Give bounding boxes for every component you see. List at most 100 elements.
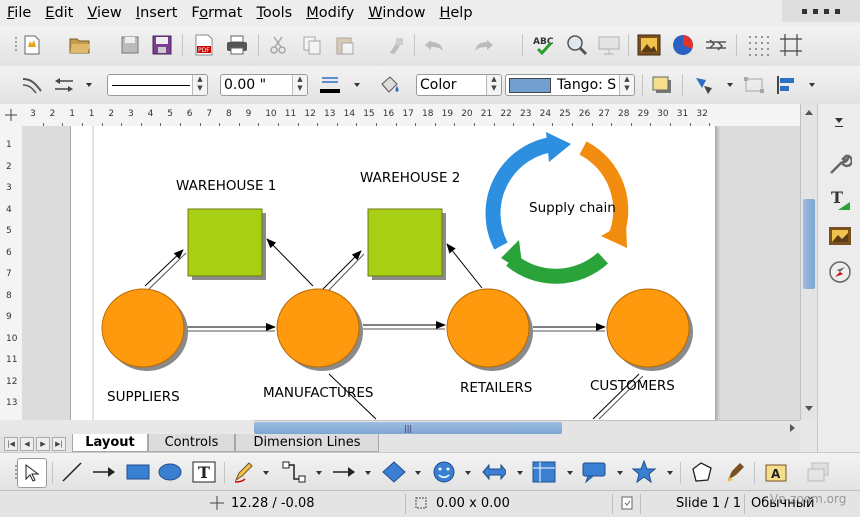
symbol-shapes-icon[interactable] <box>432 460 456 484</box>
gallery-icon[interactable] <box>637 33 661 57</box>
customers-circle[interactable] <box>606 288 693 371</box>
tab-dimension-lines[interactable]: Dimension Lines <box>235 434 379 452</box>
rectangle-tool-icon[interactable] <box>126 460 150 484</box>
align-icon[interactable] <box>774 73 798 97</box>
menu-view[interactable]: View <box>87 5 122 21</box>
new-document-icon[interactable] <box>20 33 44 57</box>
line-style-icon[interactable] <box>20 73 44 97</box>
scroll-right-icon[interactable] <box>790 424 795 432</box>
drawing-grip-icon[interactable] <box>4 461 28 485</box>
retailers-circle[interactable] <box>446 288 533 371</box>
ellipse-tool-icon[interactable] <box>158 460 182 484</box>
paste-icon[interactable] <box>333 33 357 57</box>
tab-first-icon[interactable]: |◀ <box>4 437 18 451</box>
menu-help[interactable]: Help <box>439 5 473 21</box>
menu-file[interactable]: File <box>7 5 32 21</box>
points-icon[interactable] <box>742 73 766 97</box>
tab-prev-icon[interactable]: ◀ <box>20 437 34 451</box>
vertical-scroll-thumb[interactable] <box>803 199 815 289</box>
window-controls[interactable] <box>782 0 860 22</box>
stars-icon[interactable] <box>632 460 656 484</box>
manufactures-circle[interactable] <box>276 288 363 371</box>
toolbar-grip-icon[interactable] <box>4 33 28 57</box>
menu-window[interactable]: Window <box>368 5 426 21</box>
horizontal-scroll-thumb[interactable]: ||| <box>254 422 562 434</box>
area-style-select[interactable]: Color ▲▼ <box>416 74 502 96</box>
text-box-icon[interactable]: A <box>764 460 788 484</box>
tab-controls[interactable]: Controls <box>148 434 235 452</box>
menu-edit[interactable]: Edit <box>45 5 74 21</box>
connector-tool-icon[interactable] <box>282 460 306 484</box>
open-folder-icon[interactable] <box>68 33 92 57</box>
slide-style[interactable]: Обычный <box>751 496 815 511</box>
tab-layout[interactable]: Layout <box>72 434 148 452</box>
warehouse1-box[interactable] <box>187 208 266 280</box>
styles-icon[interactable]: T <box>828 188 852 216</box>
supply-chain-cycle[interactable]: Supply chain <box>485 132 629 284</box>
arrow-manufactures-to-retailers[interactable] <box>363 321 446 330</box>
flowchart-icon[interactable] <box>532 460 556 484</box>
tab-next-icon[interactable]: ▶ <box>36 437 50 451</box>
shadow-icon[interactable] <box>650 73 674 97</box>
line-color-icon[interactable] <box>318 73 342 97</box>
helplines-icon[interactable] <box>779 33 803 57</box>
select-tool-icon[interactable] <box>17 458 47 488</box>
line-tool-icon[interactable] <box>60 460 84 484</box>
menu-tools[interactable]: Tools <box>256 5 293 21</box>
extrusion-icon[interactable] <box>806 460 830 484</box>
navigator-icon[interactable] <box>704 33 728 57</box>
export-pdf-icon[interactable]: PDF <box>192 33 216 57</box>
menu-format[interactable]: Format <box>191 5 243 21</box>
gallery-sidebar-icon[interactable] <box>828 224 852 252</box>
arrow-manufactures-to-warehouse2[interactable] <box>322 250 365 293</box>
vertical-scrollbar[interactable] <box>800 104 818 420</box>
save-as-icon[interactable] <box>150 33 174 57</box>
arrow-suppliers-to-warehouse1[interactable] <box>144 249 187 290</box>
line-width-field[interactable]: 0.00 " ▲▼ <box>220 74 308 96</box>
grid-icon[interactable] <box>746 33 770 57</box>
undo-icon[interactable] <box>422 33 446 57</box>
horizontal-scrollbar[interactable]: ||| <box>254 420 800 435</box>
copy-icon[interactable] <box>300 33 324 57</box>
page-sheet[interactable]: Supply chain WAREHOUSE 1 WAREHOUSE 2 SUP… <box>70 126 716 420</box>
block-arrows-icon[interactable] <box>482 460 506 484</box>
menu-modify[interactable]: Modify <box>306 5 355 21</box>
cut-icon[interactable] <box>266 33 290 57</box>
print-icon[interactable] <box>225 33 249 57</box>
callouts-icon[interactable] <box>582 460 606 484</box>
suppliers-circle[interactable] <box>101 288 188 371</box>
freeform-tool-icon[interactable] <box>232 460 256 484</box>
arrow-retailers-to-customers[interactable] <box>533 323 606 332</box>
scroll-up-icon[interactable] <box>805 110 813 115</box>
save-icon[interactable] <box>118 33 142 57</box>
arrow-suppliers-to-manufactures[interactable] <box>187 323 276 332</box>
zoom-icon[interactable] <box>565 33 589 57</box>
drawing-workspace[interactable]: Supply chain WAREHOUSE 1 WAREHOUSE 2 SUP… <box>22 126 800 420</box>
fontwork-icon[interactable] <box>724 460 748 484</box>
redo-icon[interactable] <box>472 33 496 57</box>
text-tool-icon[interactable]: T <box>192 460 216 484</box>
document-modified-icon[interactable] <box>620 496 634 514</box>
transformations-icon[interactable] <box>692 73 716 97</box>
arrow-line-tool-icon[interactable] <box>92 460 116 484</box>
lines-arrows-tool-icon[interactable] <box>332 460 356 484</box>
line-style-select[interactable]: ▲▼ <box>107 74 208 96</box>
points-edit-icon[interactable] <box>690 460 714 484</box>
spellcheck-icon[interactable]: ABC <box>532 33 556 57</box>
navigator-sidebar-icon[interactable] <box>828 260 852 288</box>
sidebar-menu-icon[interactable] <box>835 118 843 123</box>
menu-insert[interactable]: Insert <box>135 5 178 21</box>
warehouse2-box[interactable] <box>367 208 446 280</box>
properties-icon[interactable] <box>828 152 854 180</box>
clone-formatting-icon[interactable] <box>384 33 408 57</box>
presentation-icon[interactable] <box>597 33 621 57</box>
arrow-style-icon[interactable] <box>52 73 76 97</box>
basic-shapes-icon[interactable] <box>382 460 406 484</box>
tab-last-icon[interactable]: ▶| <box>52 437 66 451</box>
area-fill-icon[interactable] <box>378 73 402 97</box>
chart-icon[interactable] <box>671 33 695 57</box>
scroll-down-icon[interactable] <box>805 406 813 411</box>
arrow-retailers-to-warehouse2[interactable] <box>446 243 483 289</box>
